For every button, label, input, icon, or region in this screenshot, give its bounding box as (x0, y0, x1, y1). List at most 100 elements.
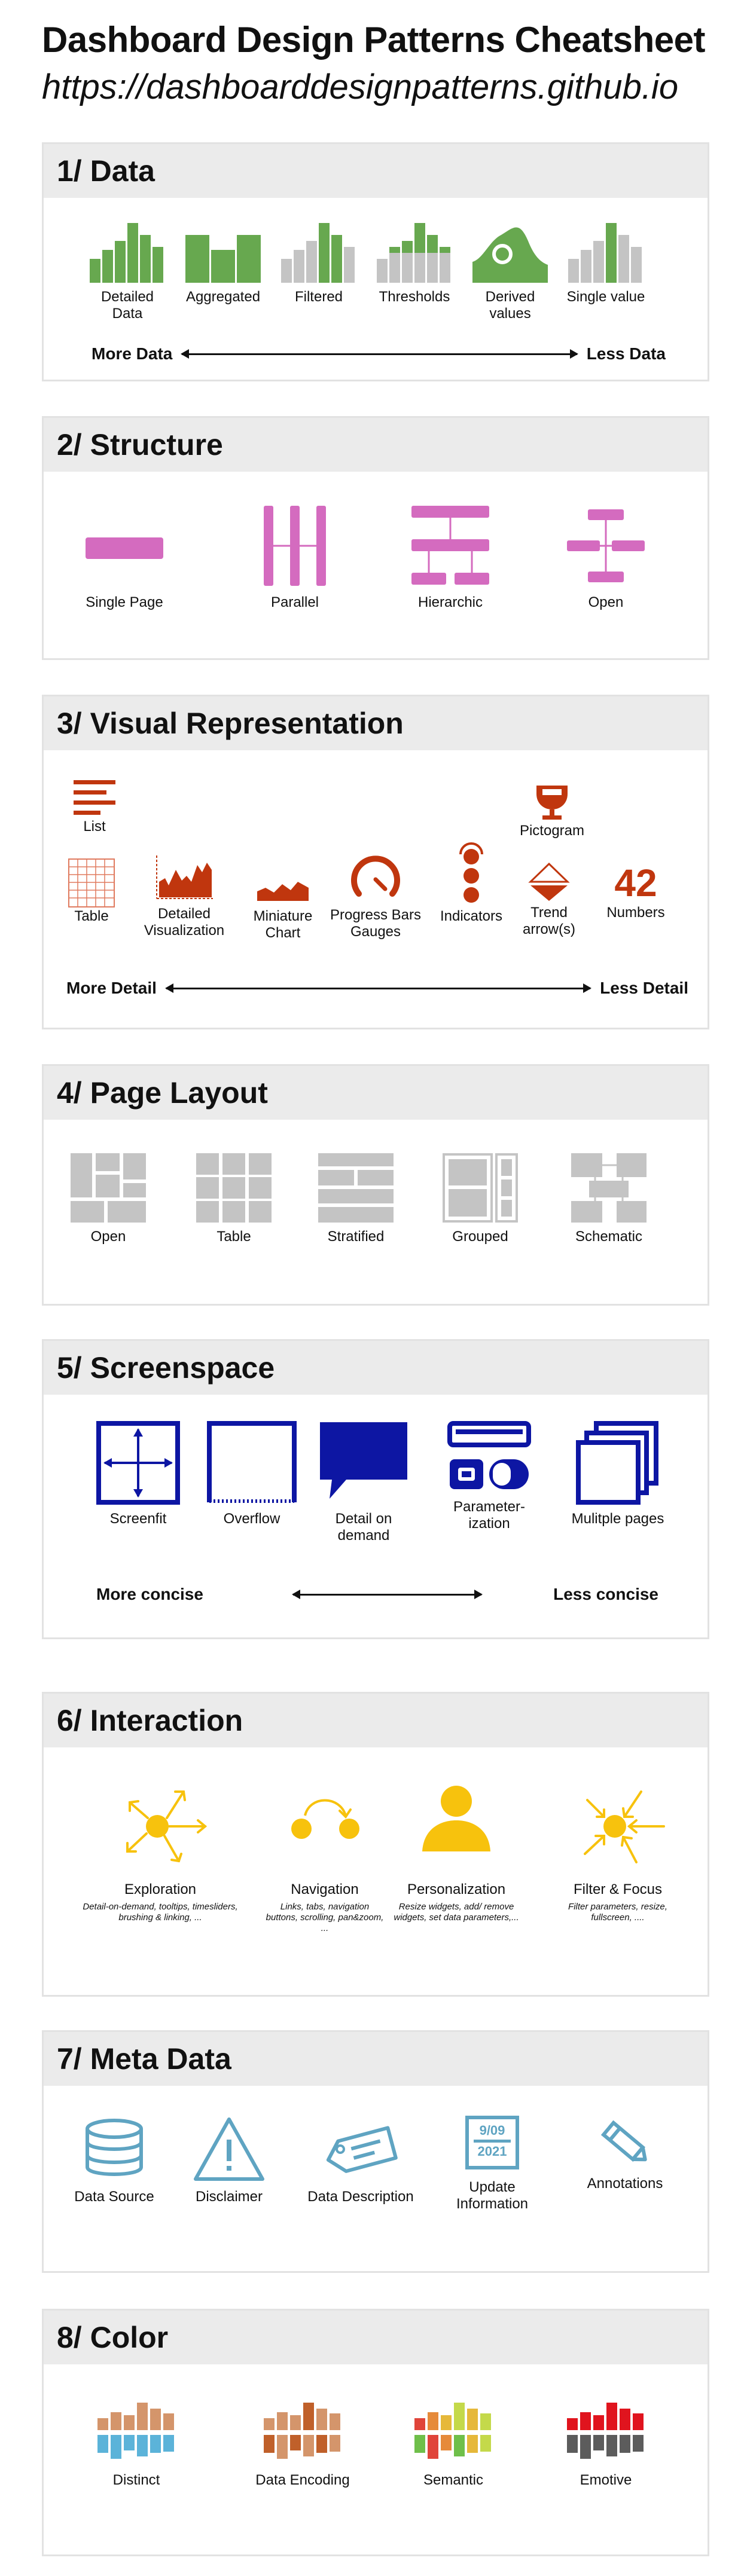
traffic-light-icon (459, 842, 483, 903)
item-description: Links, tabs, navigation buttons, scrolli… (266, 1902, 384, 1933)
exploration-item: Exploration Detail-on-demand, tooltips, … (83, 1774, 238, 1923)
disclaimer-item: Disclaimer (181, 2116, 277, 2205)
overflow-item: Overflow (204, 1421, 300, 1527)
item-label: Data Description (307, 2189, 414, 2205)
miniature-chart-icon (257, 882, 309, 901)
calendar-year: 2021 (477, 2144, 507, 2159)
section-title: 3/ Visual Representation (44, 696, 708, 750)
item-label: Open (90, 1229, 126, 1245)
item-label: Derived values (485, 289, 535, 322)
warning-triangle-icon (194, 2117, 264, 2181)
layout-grouped-item: Grouped (435, 1153, 525, 1245)
single-page-icon (86, 537, 163, 559)
update-information-item: 9/09 2021 Update Information (441, 2116, 543, 2213)
item-label: Disclaimer (195, 2189, 263, 2205)
axis-right-label: Less Detail (600, 979, 688, 997)
section-title: 4/ Page Layout (44, 1066, 708, 1120)
parameterization-item: Parameter-ization (438, 1421, 540, 1532)
axis-right-label: Less Data (586, 344, 666, 363)
navigation-icon (291, 1799, 359, 1839)
layout-stratified-icon (318, 1153, 394, 1223)
miniature-chart-item: Miniature Chart (241, 876, 325, 942)
axis-left-label: More Detail (66, 979, 157, 997)
item-description: Resize widgets, add/ remove widgets, set… (394, 1902, 519, 1923)
item-label: Screenfit (109, 1511, 167, 1527)
layout-open-icon (71, 1153, 146, 1223)
item-label: Annotations (587, 2175, 663, 2192)
single-page-item: Single Page (71, 505, 178, 611)
parallel-item: Parallel (241, 505, 349, 611)
hierarchic-item: Hierarchic (397, 505, 504, 611)
item-label: Update Information (456, 2179, 529, 2212)
item-label: Navigation (291, 1881, 359, 1897)
section-title: 5/ Screenspace (44, 1341, 708, 1395)
progress-gauges-item: Progress Bars Gauges (325, 855, 426, 940)
layout-table-item: Table (189, 1153, 279, 1245)
color-emotive-item: Emotive (558, 2400, 654, 2489)
layout-stratified-item: Stratified (311, 1153, 401, 1245)
detail-on-demand-item: Detail on demand (316, 1421, 411, 1544)
detailed-data-icon (90, 223, 163, 283)
item-label: Single value (566, 289, 645, 305)
thresholds-item: Thresholds (373, 217, 456, 305)
open-structure-item: Open (552, 505, 660, 611)
aggregated-item: Aggregated (178, 217, 268, 305)
pictogram-icon (536, 786, 568, 820)
item-label: Filtered (294, 289, 343, 305)
item-label: Miniature Chart (253, 908, 313, 941)
section-data: 1/ Data Detailed Data Aggregated Filtere… (42, 142, 709, 381)
table-icon (68, 858, 115, 907)
item-label: Numbers (606, 904, 665, 921)
screenfit-item: Screenfit (90, 1421, 186, 1527)
distinct-color-chart-icon (97, 2403, 174, 2459)
overflow-icon (207, 1421, 297, 1503)
section-meta-data: 7/ Meta Data Data Source Disclaimer (42, 2030, 709, 2273)
axis-left-label: More Data (92, 344, 173, 363)
color-semantic-item: Semantic (405, 2400, 501, 2489)
list-icon (74, 780, 115, 815)
axis-left-label: More concise (96, 1585, 203, 1603)
item-label: Distinct (112, 2472, 160, 2488)
double-arrow-icon (181, 349, 579, 359)
item-label: Progress Bars Gauges (330, 907, 422, 940)
layout-table-icon (196, 1153, 272, 1223)
item-label: Stratified (327, 1229, 385, 1245)
color-data-encoding-item: Data Encoding (255, 2400, 350, 2489)
derived-values-item: Derived values (468, 217, 552, 322)
data-description-item: Data Description (301, 2116, 420, 2205)
item-label: Parallel (270, 594, 319, 610)
double-arrow-icon (291, 1589, 483, 1599)
calendar-divider (474, 2140, 511, 2143)
section-title: 2/ Structure (44, 418, 708, 472)
section-structure: 2/ Structure Single Page Parallel Hierar… (42, 416, 709, 660)
layout-schematic-item: Schematic (564, 1153, 654, 1245)
emotive-color-chart-icon (567, 2403, 644, 2459)
section-interaction: 6/ Interaction Exploration Detail-on-dem… (42, 1692, 709, 1997)
layout-open-item: Open (63, 1153, 153, 1245)
item-label: Detailed Visualization (144, 906, 225, 939)
pencil-icon (600, 2120, 647, 2162)
color-distinct-item: Distinct (89, 2400, 184, 2489)
section-screenspace: 5/ Screenspace Screenfit Overflow Detail… (42, 1339, 709, 1639)
section-title: 1/ Data (44, 144, 708, 198)
pictogram-item: Pictogram (504, 783, 600, 839)
item-label: Hierarchic (417, 594, 483, 610)
speech-bubble-icon (320, 1422, 407, 1499)
hierarchic-icon (411, 506, 489, 585)
axis-right-label: Less concise (553, 1585, 658, 1603)
data-axis: More Data Less Data (92, 344, 666, 363)
pages-stack-icon (576, 1421, 658, 1505)
item-label: Exploration (124, 1881, 197, 1897)
page-url: https://dashboarddesignpatterns.github.i… (42, 68, 679, 106)
item-label: Detailed Data (100, 289, 154, 322)
gauge-icon (351, 855, 400, 897)
multiple-pages-item: Mulitple pages (561, 1421, 675, 1527)
trend-arrow-icon (528, 863, 570, 901)
navigation-item: Navigation Links, tabs, navigation butto… (265, 1774, 385, 1934)
open-structure-icon (567, 509, 645, 582)
single-value-item: Single value (564, 217, 648, 305)
parallel-icon (264, 506, 326, 586)
detail-axis: More Detail Less Detail (66, 979, 688, 998)
section-page-layout: 4/ Page Layout Open Table Stratified (42, 1064, 709, 1306)
derived-values-icon (472, 227, 548, 283)
